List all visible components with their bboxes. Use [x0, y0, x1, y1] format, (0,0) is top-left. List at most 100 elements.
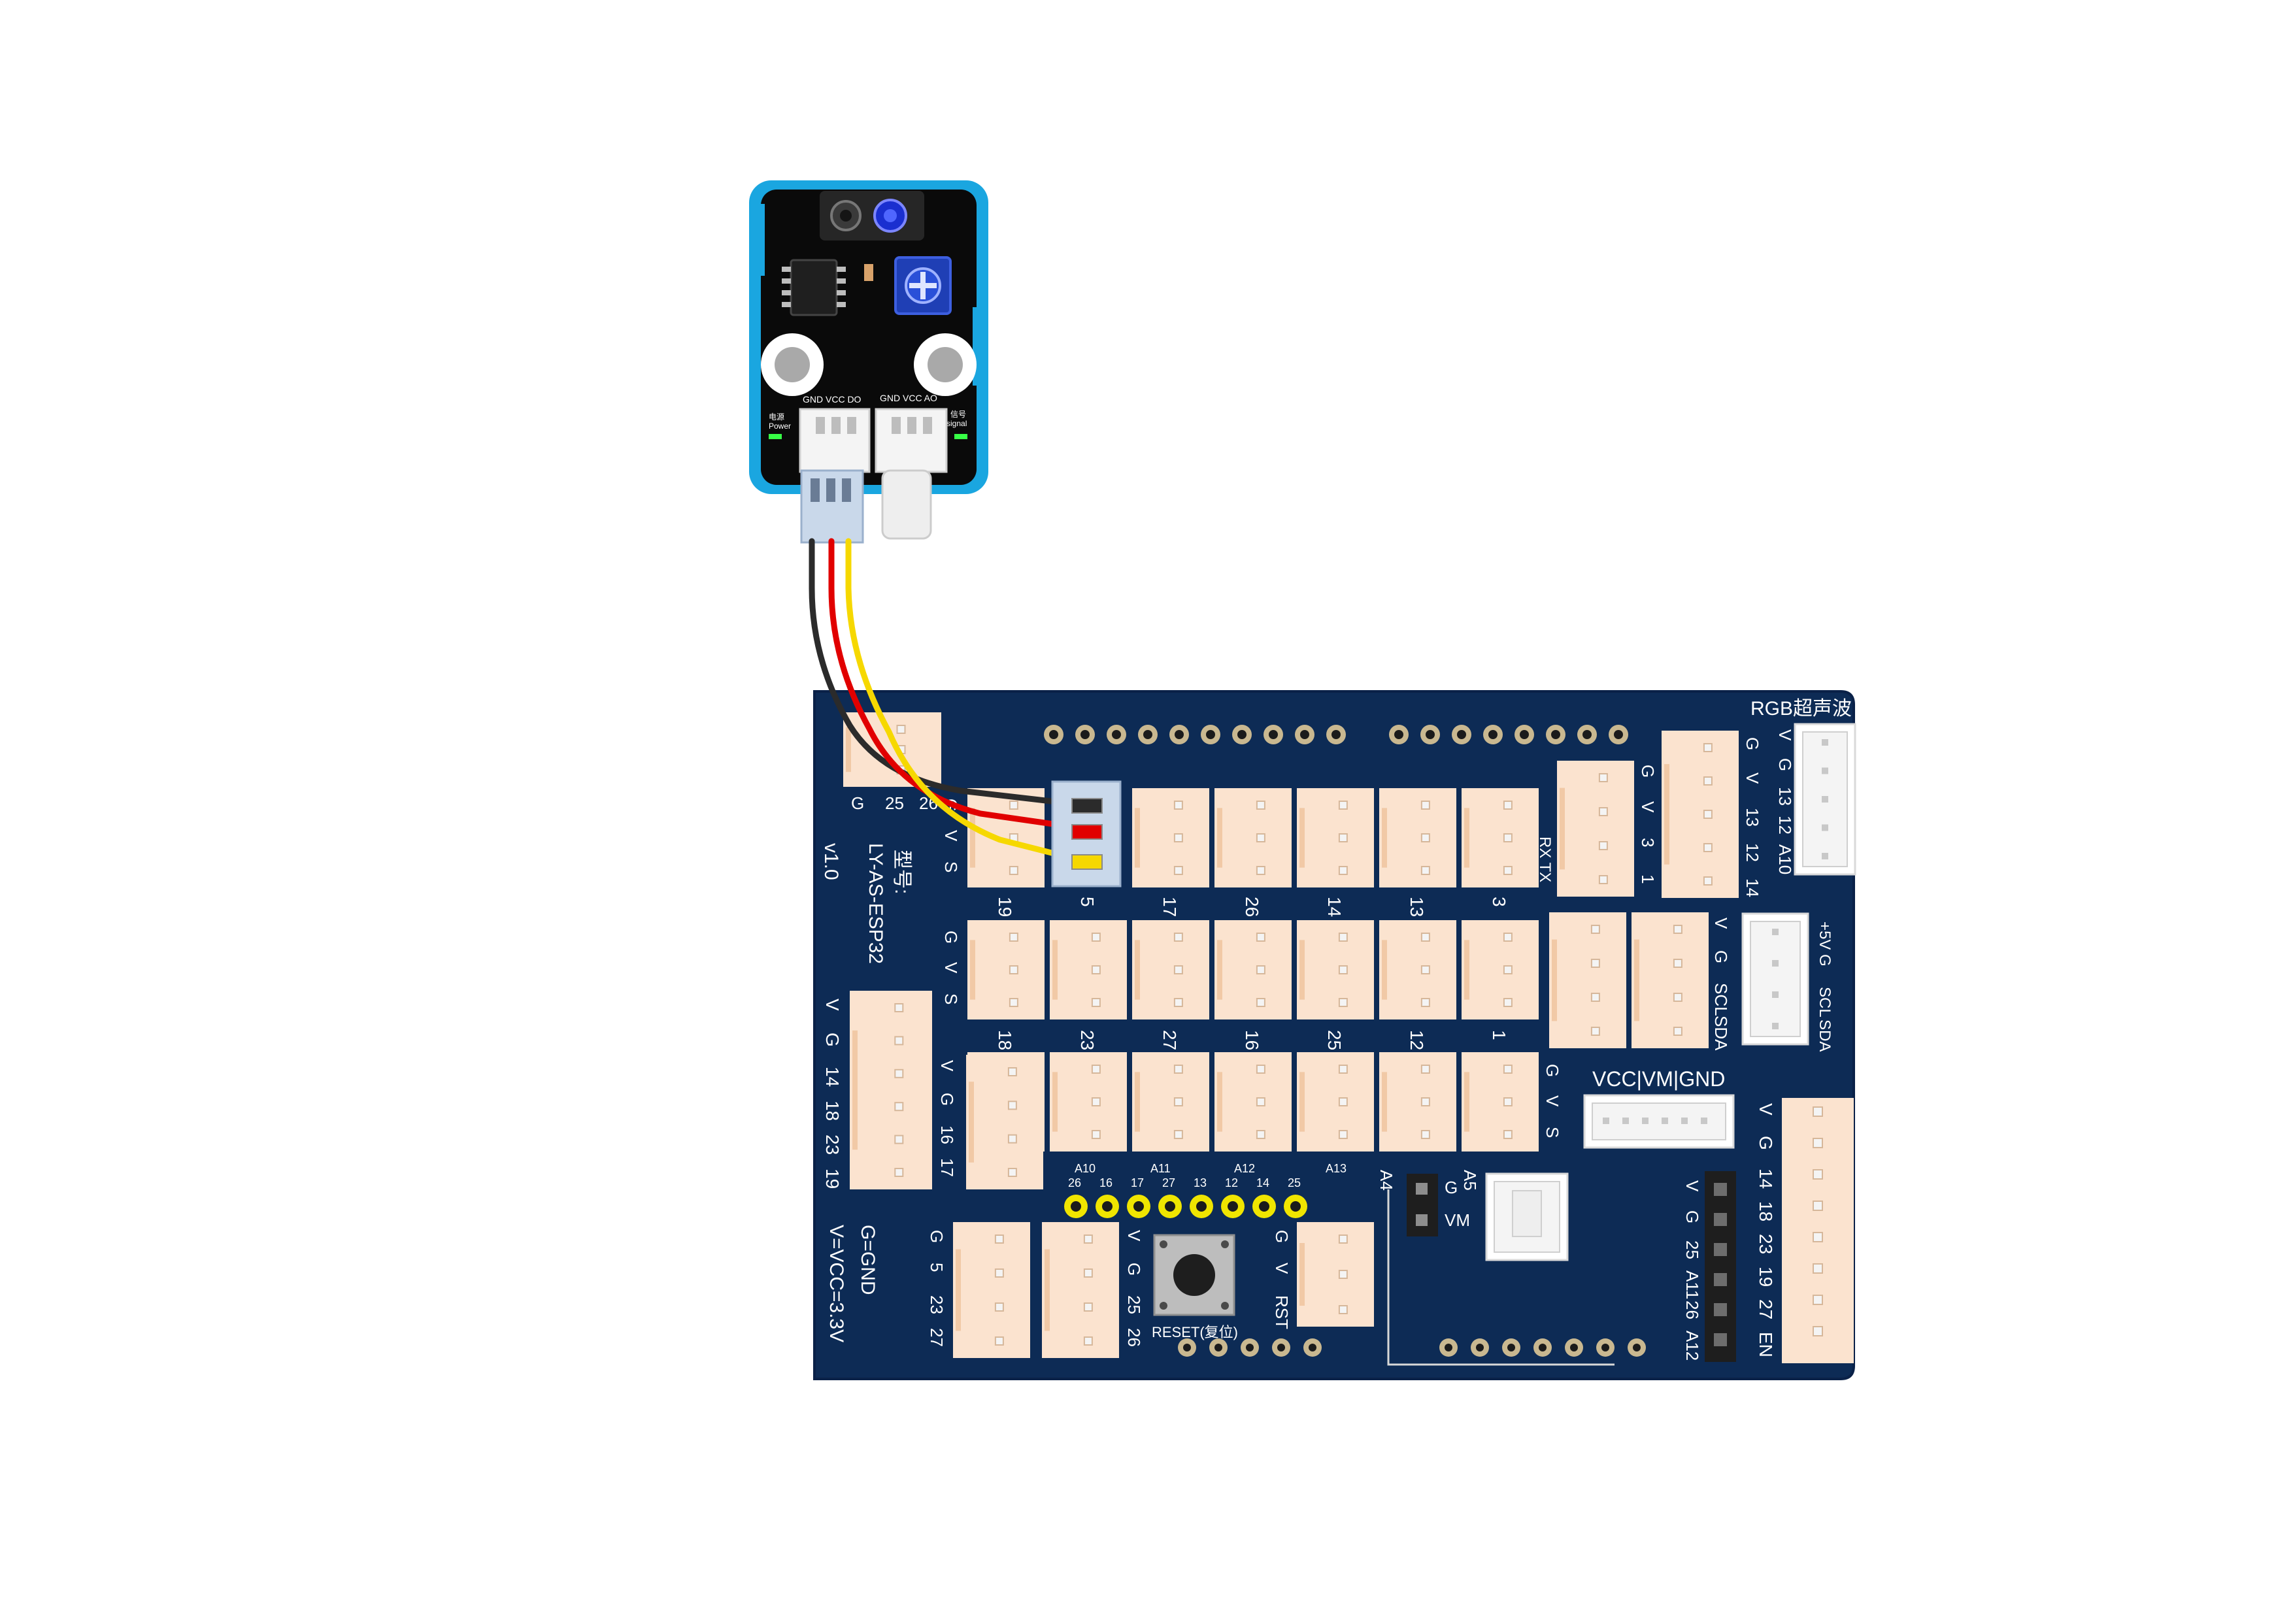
- connector-pin: [1420, 965, 1430, 974]
- pin-label-gv31: V: [1638, 801, 1658, 813]
- connector-pin: [1256, 801, 1265, 810]
- pin-label-right-side: V: [1756, 1103, 1776, 1116]
- vcc-vm-gnd-label: VCC|VM|GND: [1592, 1067, 1725, 1091]
- connector-latch: [970, 808, 975, 868]
- sensor-left-pins-label: GND VCC DO: [803, 394, 862, 405]
- through-hole: [1476, 1344, 1484, 1351]
- i2c-white-connector: [1741, 912, 1809, 1046]
- pin-label-g52327: 27: [927, 1328, 946, 1347]
- a5-label: A5: [1460, 1170, 1480, 1191]
- header-pin-label: 16: [1099, 1176, 1113, 1189]
- terminal-pin: [1622, 1118, 1629, 1124]
- connector-latch: [1552, 939, 1557, 1021]
- connector-pin: [1338, 933, 1348, 942]
- connector-pin: [1822, 739, 1828, 746]
- connector-latch: [1382, 940, 1387, 1000]
- connector-pin: [1338, 1305, 1348, 1314]
- through-hole: [1488, 730, 1498, 739]
- connector-pin: [1822, 824, 1828, 831]
- pin-label-left-six: 14: [822, 1067, 843, 1087]
- button-leg: [1160, 1240, 1167, 1248]
- connector-latch: [1217, 940, 1222, 1000]
- pin-label-right-side: 18: [1756, 1201, 1776, 1221]
- connector-pin: [1083, 1336, 1093, 1346]
- through-hole: [1175, 730, 1184, 739]
- through-hole: [1426, 730, 1435, 739]
- connector-body: [966, 1055, 1043, 1189]
- connector-pin: [1173, 933, 1183, 942]
- wire-yellow-signal: [845, 538, 1088, 865]
- connector-body: [1662, 731, 1739, 898]
- port-connector-row3: [1379, 1052, 1456, 1152]
- port-connector-row3: [1050, 1052, 1127, 1152]
- connector-pin: [1256, 998, 1265, 1007]
- connector-body: [1214, 920, 1292, 1019]
- pin-label-rst: G: [1272, 1230, 1292, 1243]
- connector-latch: [956, 1249, 961, 1331]
- connector-pin: [1590, 993, 1600, 1002]
- connector-latch: [1217, 1072, 1222, 1132]
- connector-body: [1379, 920, 1456, 1019]
- connector-body: [953, 1222, 1030, 1358]
- connector-pin: [894, 1102, 904, 1112]
- connector-latch: [1217, 808, 1222, 868]
- connector-g-v-rst: [1297, 1222, 1374, 1327]
- connector-latch: [1464, 808, 1469, 868]
- gvs-label-row2: G: [941, 931, 961, 944]
- plug-pin-gnd: [1071, 798, 1103, 814]
- connector-latch: [1664, 764, 1669, 865]
- header-hole: [1133, 1201, 1144, 1212]
- pin-label-black-header: 26: [1682, 1301, 1702, 1319]
- connector-latch: [1052, 940, 1058, 1000]
- sensor-power-en: Power: [769, 422, 791, 431]
- pin-label-gv31: 1: [1638, 874, 1658, 884]
- gvs-label-row3: G: [1543, 1064, 1562, 1077]
- connector-pin: [994, 1336, 1004, 1346]
- pin-label-g52327: 23: [927, 1295, 946, 1314]
- pin-label-i2c-right: G: [1816, 954, 1833, 967]
- connector-pin: [1503, 1065, 1513, 1074]
- through-hole: [1520, 730, 1529, 739]
- connector-latch: [1135, 940, 1140, 1000]
- pin-label-rgb: G: [1775, 758, 1795, 771]
- connector-pin: [1590, 959, 1600, 968]
- connector-pin: [1091, 998, 1101, 1007]
- through-hole: [1582, 730, 1592, 739]
- connector-body: [1379, 788, 1456, 887]
- connector-pin: [1503, 933, 1513, 942]
- female-header-slot: [1714, 1303, 1727, 1316]
- connector-v-g-25-26: [1042, 1222, 1119, 1358]
- pin-label-left-six: V: [822, 999, 843, 1011]
- connector-latch: [1299, 808, 1305, 868]
- connector-body: [1297, 1222, 1374, 1327]
- pin-label-rst: RST: [1272, 1295, 1292, 1329]
- connector-pin: [1673, 925, 1682, 934]
- pin-label-vg2526: V: [1124, 1230, 1144, 1242]
- connector-body: [1050, 1052, 1127, 1152]
- connector-body: [850, 991, 932, 1189]
- female-header-slot: [1714, 1183, 1727, 1196]
- connector-pin: [1256, 1097, 1265, 1106]
- sensor-digital-connector: [799, 408, 871, 473]
- header-hole: [1196, 1201, 1207, 1212]
- connector-body: [1132, 788, 1209, 887]
- header-group-label: A13: [1326, 1162, 1347, 1175]
- through-hole: [1237, 730, 1247, 739]
- connector-pin: [1173, 833, 1183, 842]
- through-hole: [1112, 730, 1121, 739]
- button-leg: [1160, 1302, 1167, 1310]
- connector-pin: [1772, 991, 1779, 998]
- pin-label-left-six: 19: [822, 1168, 843, 1189]
- connector-pin: [1338, 866, 1348, 875]
- pin-label-right-side: 23: [1756, 1234, 1776, 1254]
- connector-latch: [852, 1030, 858, 1150]
- connector-pin: [1703, 876, 1713, 886]
- through-hole: [1551, 730, 1560, 739]
- gvs-label-row1: S: [941, 861, 961, 872]
- connector-pin: [1420, 1065, 1430, 1074]
- through-hole: [1507, 1344, 1515, 1351]
- jumper-g-label: G: [1445, 1178, 1458, 1197]
- connector-pin: [1256, 866, 1265, 875]
- port-connector-row1: [1297, 788, 1374, 887]
